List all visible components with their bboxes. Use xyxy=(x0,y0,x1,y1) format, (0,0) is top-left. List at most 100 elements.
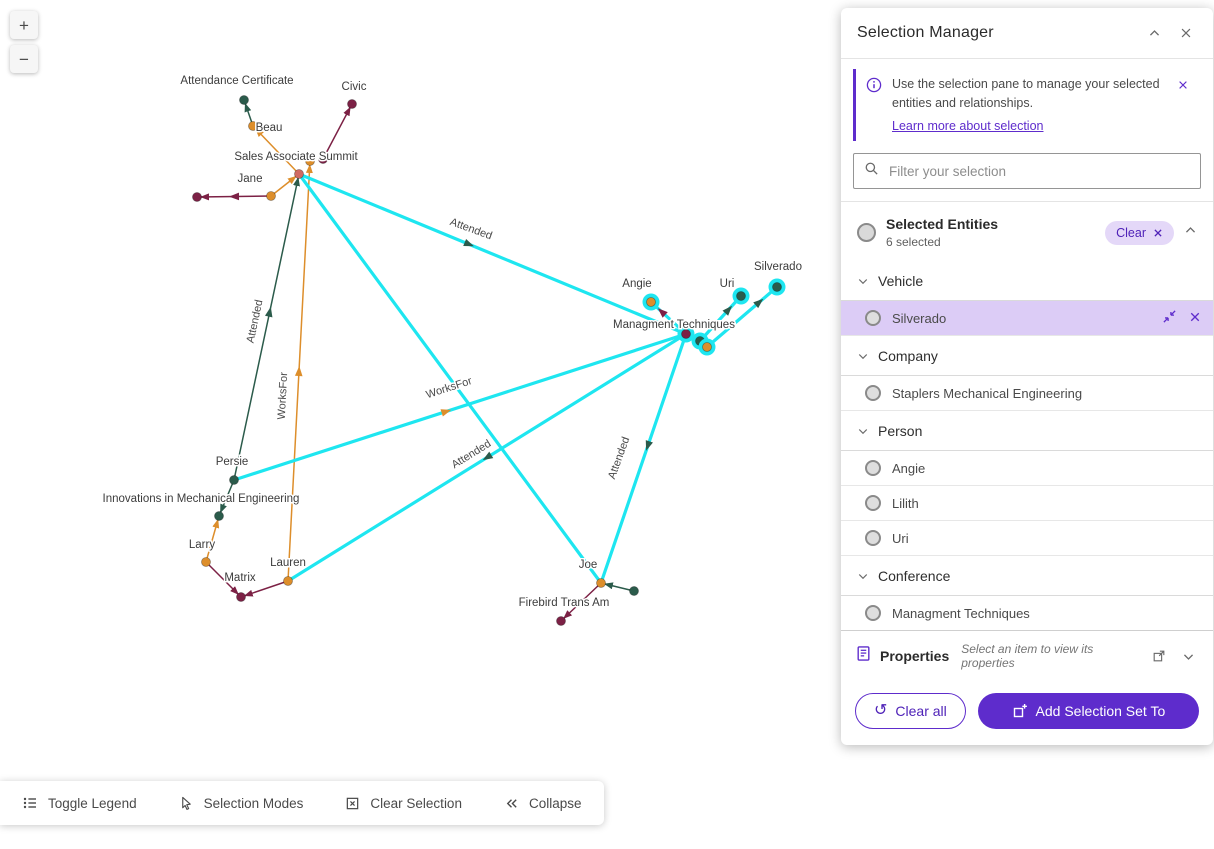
edge-arrow xyxy=(753,298,764,309)
graph-node[interactable] xyxy=(192,192,202,202)
graph-edge[interactable] xyxy=(322,103,353,160)
zoom-in-button[interactable]: + xyxy=(10,11,38,39)
graph-edge[interactable] xyxy=(205,561,242,598)
entity-label: Uri xyxy=(892,530,909,546)
group-header[interactable]: Conference xyxy=(841,556,1213,597)
graph-node[interactable] xyxy=(305,156,315,166)
graph-edge[interactable] xyxy=(600,582,635,592)
toggle-legend-label: Toggle Legend xyxy=(48,795,137,811)
graph-node[interactable] xyxy=(736,291,746,301)
graph-node[interactable] xyxy=(772,282,782,292)
collapse-toolbar-button[interactable]: Collapse xyxy=(504,795,582,811)
graph-edge[interactable] xyxy=(297,172,688,336)
info-banner: Use the selection pane to manage your se… xyxy=(853,69,1201,142)
edge-arrow xyxy=(294,366,303,377)
entity-label: Angie xyxy=(892,460,926,476)
graph-node[interactable] xyxy=(283,576,293,586)
info-dismiss-button[interactable] xyxy=(1173,75,1193,95)
node-label: Matrix xyxy=(224,572,256,584)
chevron-down-icon xyxy=(858,429,868,435)
selection-list[interactable]: Selected Entities 6 selected Clear Vehic… xyxy=(841,201,1213,630)
panel-collapse-button[interactable] xyxy=(1144,23,1165,44)
graph-edge[interactable] xyxy=(560,582,602,622)
graph-edge[interactable] xyxy=(698,294,743,343)
graph-node[interactable] xyxy=(294,169,304,179)
properties-bar[interactable]: Properties Select an item to view its pr… xyxy=(841,630,1213,681)
graph-node[interactable] xyxy=(629,586,639,596)
graph-edge[interactable] xyxy=(252,125,300,175)
close-icon xyxy=(1179,81,1187,89)
zoom-to-entity-icon[interactable] xyxy=(1162,309,1177,327)
collapse-selected-entities-button[interactable] xyxy=(1184,224,1197,242)
graph-edge[interactable] xyxy=(599,332,688,585)
clear-selected-entities-button[interactable]: Clear xyxy=(1105,220,1174,245)
clear-selection-label: Clear Selection xyxy=(370,795,462,811)
open-properties-button[interactable] xyxy=(1148,645,1170,667)
entity-item[interactable]: Silverado xyxy=(841,301,1213,337)
graph-edge[interactable] xyxy=(218,479,235,517)
toggle-legend-button[interactable]: Toggle Legend xyxy=(22,795,137,811)
entity-item[interactable]: Staplers Mechanical Engineering xyxy=(841,376,1213,412)
open-in-new-icon xyxy=(1153,650,1165,662)
graph-node[interactable] xyxy=(236,592,246,602)
entity-item[interactable]: Angie xyxy=(841,451,1213,487)
group-header[interactable]: Vehicle xyxy=(841,261,1213,302)
group-header[interactable]: Company xyxy=(841,336,1213,377)
edge-label: Attended xyxy=(245,299,266,345)
graph-node[interactable] xyxy=(266,191,276,201)
entity-item[interactable]: Lilith xyxy=(841,486,1213,522)
add-selection-set-label: Add Selection Set To xyxy=(1035,703,1166,719)
learn-more-link[interactable]: Learn more about selection xyxy=(892,118,1044,133)
node-label: Managment Techniques xyxy=(613,319,735,331)
graph-edge[interactable] xyxy=(243,99,254,127)
close-icon xyxy=(1181,28,1191,38)
add-to-set-icon xyxy=(1013,704,1027,718)
edge-arrow xyxy=(440,409,452,417)
zoom-out-button[interactable]: − xyxy=(10,45,38,73)
entity-icon xyxy=(865,530,881,547)
graph-node[interactable] xyxy=(702,342,712,352)
node-label: Beau xyxy=(256,122,283,134)
filter-selection-input[interactable] xyxy=(887,162,1190,180)
graph-edge[interactable] xyxy=(297,172,603,585)
node-label: Jane xyxy=(238,173,263,185)
entity-label: Lilith xyxy=(892,495,919,511)
graph-node[interactable] xyxy=(318,154,328,164)
clear-selection-button[interactable]: Clear Selection xyxy=(345,796,462,811)
graph-edge[interactable] xyxy=(205,515,220,563)
graph-node[interactable] xyxy=(646,297,656,307)
selection-modes-label: Selection Modes xyxy=(203,795,304,811)
entity-item[interactable]: Managment Techniques xyxy=(841,596,1213,630)
group-name: Person xyxy=(878,423,923,440)
graph-node[interactable] xyxy=(596,578,606,588)
graph-edge[interactable] xyxy=(232,332,688,482)
graph-edge[interactable] xyxy=(240,580,289,598)
node-label: Lauren xyxy=(270,557,306,569)
remove-entity-icon[interactable] xyxy=(1189,311,1201,326)
group-header[interactable]: Person xyxy=(841,411,1213,452)
edge-arrow xyxy=(264,306,273,318)
selection-modes-button[interactable]: Selection Modes xyxy=(179,795,304,811)
entity-item[interactable]: Uri xyxy=(841,521,1213,557)
clear-all-button[interactable]: ↺ Clear all xyxy=(855,693,966,729)
selection-manager-panel: Selection Manager Use the selection pane… xyxy=(841,8,1213,745)
node-label: Joe xyxy=(579,559,598,571)
graph-node[interactable] xyxy=(229,475,239,485)
add-selection-set-button[interactable]: Add Selection Set To xyxy=(977,693,1199,729)
graph-node[interactable] xyxy=(681,329,691,339)
graph-node[interactable] xyxy=(248,121,258,131)
info-message: Use the selection pane to manage your se… xyxy=(892,77,1160,110)
graph-edge[interactable] xyxy=(705,285,779,349)
panel-close-button[interactable] xyxy=(1175,22,1197,44)
graph-node[interactable] xyxy=(214,511,224,521)
graph-node[interactable] xyxy=(347,99,357,109)
graph-edge[interactable] xyxy=(233,173,300,481)
graph-node[interactable] xyxy=(239,95,249,105)
graph-node[interactable] xyxy=(201,557,211,567)
graph-node[interactable] xyxy=(556,616,566,626)
properties-icon xyxy=(855,645,872,667)
collapse-toolbar-label: Collapse xyxy=(528,795,582,811)
properties-expand-button[interactable] xyxy=(1178,646,1199,667)
